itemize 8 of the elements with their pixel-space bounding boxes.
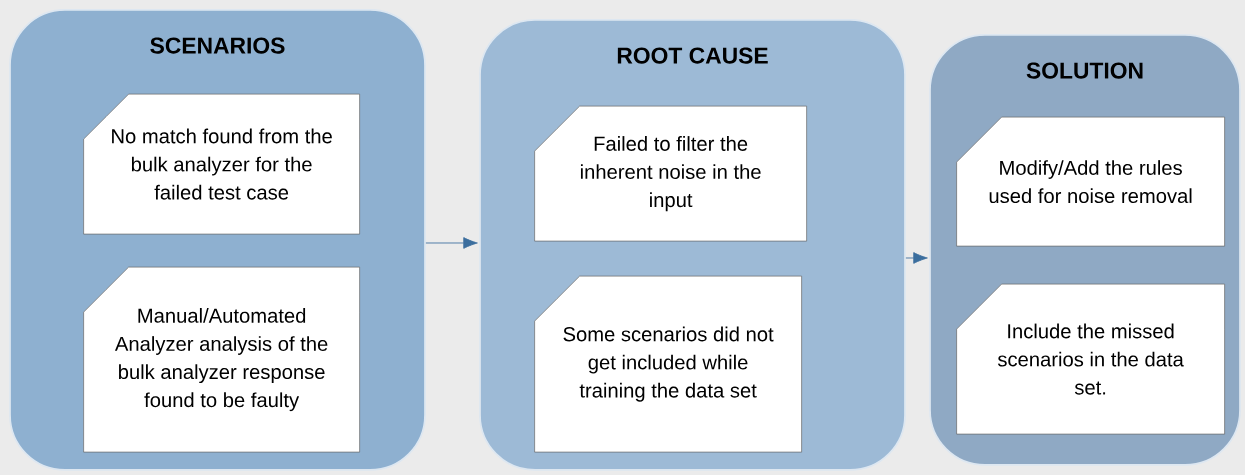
arrow [425,237,478,249]
text-card: Failed to filter the inherent noise in the input [534,105,807,242]
arrow [905,252,928,264]
text-card: Some scenarios did not get included while training the data set [534,275,802,453]
text-card: Modify/Add the rules used for noise removal [956,116,1225,247]
text-card: Include the missed scenarios in the data set. [956,283,1225,435]
text-card: Manual/Automated Analyzer analysis of the bulk analyzer response found to be faulty [83,266,360,453]
text-card: No match found from the bulk analyzer for the failed test case [83,93,360,235]
